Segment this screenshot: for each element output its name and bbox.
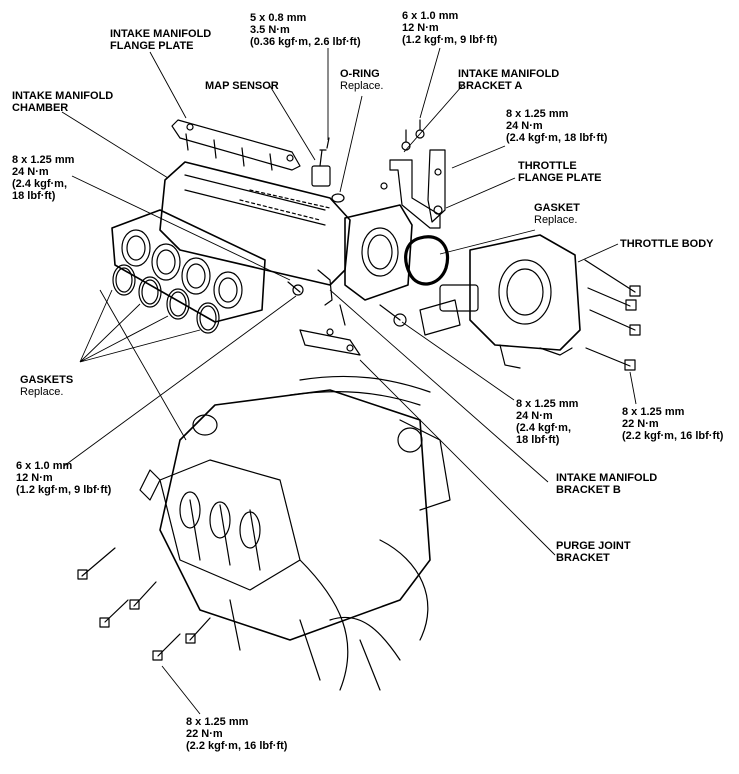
throttle-bolts-drawing: [584, 259, 641, 371]
runner-flange-drawing: [111, 209, 266, 323]
bracket-a-drawing: [380, 119, 441, 229]
engine-block-drawing: [139, 375, 451, 691]
o-ring-drawing: [331, 193, 345, 203]
leader-lines: [61, 47, 637, 715]
throttle-body-drawing: [419, 234, 581, 369]
label-map-sensor: MAP SENSOR: [205, 80, 279, 92]
throttle-flange-plate-drawing: [427, 149, 446, 223]
bracket-b-and-purge-drawing: [287, 269, 407, 356]
port-gaskets-drawing: [112, 264, 220, 334]
flange-plate-drawing: [171, 119, 301, 171]
throttle-gasket-drawing: [404, 235, 450, 286]
map-sensor-drawing: [311, 137, 331, 187]
chamber-throttle-port-drawing: [344, 204, 413, 301]
lower-bolts-drawing: [77, 547, 211, 661]
label-throttle-body: THROTTLE BODY: [620, 238, 714, 250]
